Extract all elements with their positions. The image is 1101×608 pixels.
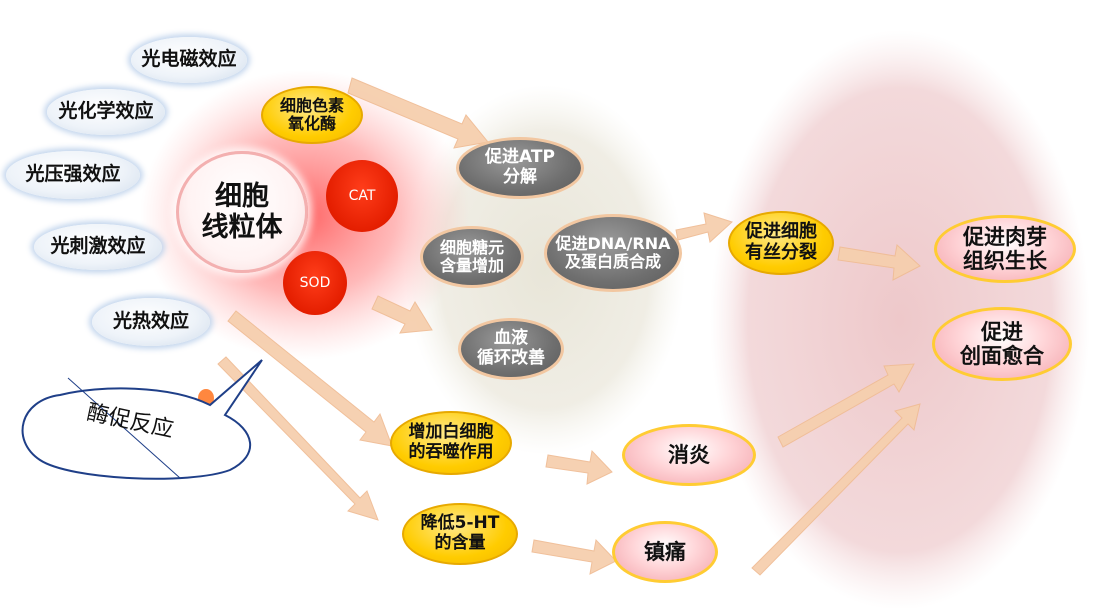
label-healing-line2: 创面愈合 <box>960 344 1044 368</box>
label-mitochondria-line2: 线粒体 <box>201 212 283 243</box>
node-granulation: 促进肉芽 组织生长 <box>934 215 1076 283</box>
label-phagocytosis-line2: 的吞噬作用 <box>408 442 494 462</box>
node-5ht: 降低5-HT 的含量 <box>402 503 518 565</box>
label-sod: SOD <box>299 274 331 291</box>
label-granulation-line1: 促进肉芽 <box>963 224 1047 249</box>
label-cytochrome-line1: 细胞色素 <box>279 95 344 115</box>
label-light-thermal: 光热效应 <box>112 310 189 333</box>
node-anti-inflammation: 消炎 <box>622 424 756 486</box>
label-light-electromagnetic: 光电磁效应 <box>141 48 237 71</box>
arrow-phagocytosis-to-inflammation <box>545 449 613 485</box>
label-granulation-line2: 组织生长 <box>963 249 1047 273</box>
cloud-light-electromagnetic: 光电磁效应 <box>131 37 247 83</box>
label-cytochrome-line2: 氧化酶 <box>287 114 336 133</box>
arrow-thermal-to-phagocytosis <box>227 310 393 447</box>
node-blood: 血液 循环改善 <box>458 318 564 380</box>
label-5ht-line2: 的含量 <box>434 533 486 553</box>
node-atp: 促进ATP 分解 <box>456 137 584 199</box>
node-glycogen: 细胞糖元 含量增加 <box>420 226 524 288</box>
cloud-light-thermal: 光热效应 <box>92 298 210 346</box>
label-atp-line2: 分解 <box>503 167 537 187</box>
label-analgesia: 镇痛 <box>644 539 686 564</box>
arrow-analgesia-to-healing <box>751 403 921 576</box>
node-analgesia: 镇痛 <box>612 521 718 583</box>
cloud-light-stimulation: 光刺激效应 <box>34 224 162 270</box>
node-phagocytosis: 增加白细胞 的吞噬作用 <box>390 411 512 475</box>
label-light-chemical: 光化学效应 <box>58 100 154 123</box>
node-cytochrome-oxidase: 细胞色素 氧化酶 <box>261 86 363 144</box>
label-glycogen-line2: 含量增加 <box>439 256 504 275</box>
label-glycogen-line1: 细胞糖元 <box>439 237 504 257</box>
label-mitochondria-line1: 细胞 <box>215 180 269 212</box>
arrow-sod-to-blood <box>371 295 433 334</box>
arrow-dna-to-mitosis <box>675 212 733 243</box>
node-mitochondria: 细胞 线粒体 <box>176 151 308 273</box>
label-5ht-line1: 降低5-HT <box>420 513 500 534</box>
arrow-inflammation-to-healing <box>777 363 915 448</box>
label-healing-line1: 促进 <box>981 319 1023 344</box>
pink-region <box>710 30 1090 608</box>
label-cat: CAT <box>348 187 376 204</box>
arrow-5ht-to-analgesia <box>531 538 617 575</box>
label-blood-line2: 循环改善 <box>477 348 545 368</box>
label-anti-inflammation: 消炎 <box>668 442 710 467</box>
label-light-pressure: 光压强效应 <box>25 163 121 186</box>
label-phagocytosis-line1: 增加白细胞 <box>408 422 494 443</box>
label-mitosis-line2: 有丝分裂 <box>745 242 817 263</box>
node-mitosis: 促进细胞 有丝分裂 <box>728 211 834 275</box>
node-dna-rna: 促进DNA/RNA 及蛋白质合成 <box>544 214 682 292</box>
label-blood-line1: 血液 <box>494 328 528 349</box>
label-dna-line2: 及蛋白质合成 <box>564 252 661 271</box>
label-light-stimulation: 光刺激效应 <box>50 235 146 258</box>
node-wound-healing: 促进 创面愈合 <box>932 307 1072 381</box>
label-mitosis-line1: 促进细胞 <box>745 221 817 243</box>
arrow-cytochrome-to-atp <box>347 77 489 149</box>
node-sod: SOD <box>283 251 347 315</box>
speech-bubble-shape <box>21 359 263 480</box>
speech-bubble-line <box>67 377 181 479</box>
cloud-light-pressure: 光压强效应 <box>6 151 140 199</box>
label-dna-line1: 促进DNA/RNA <box>555 233 671 253</box>
label-atp-line1: 促进ATP <box>485 147 555 168</box>
node-cat: CAT <box>326 160 398 232</box>
cloud-light-chemical: 光化学效应 <box>47 89 165 135</box>
arrow-mitosis-to-granulation <box>837 244 921 281</box>
